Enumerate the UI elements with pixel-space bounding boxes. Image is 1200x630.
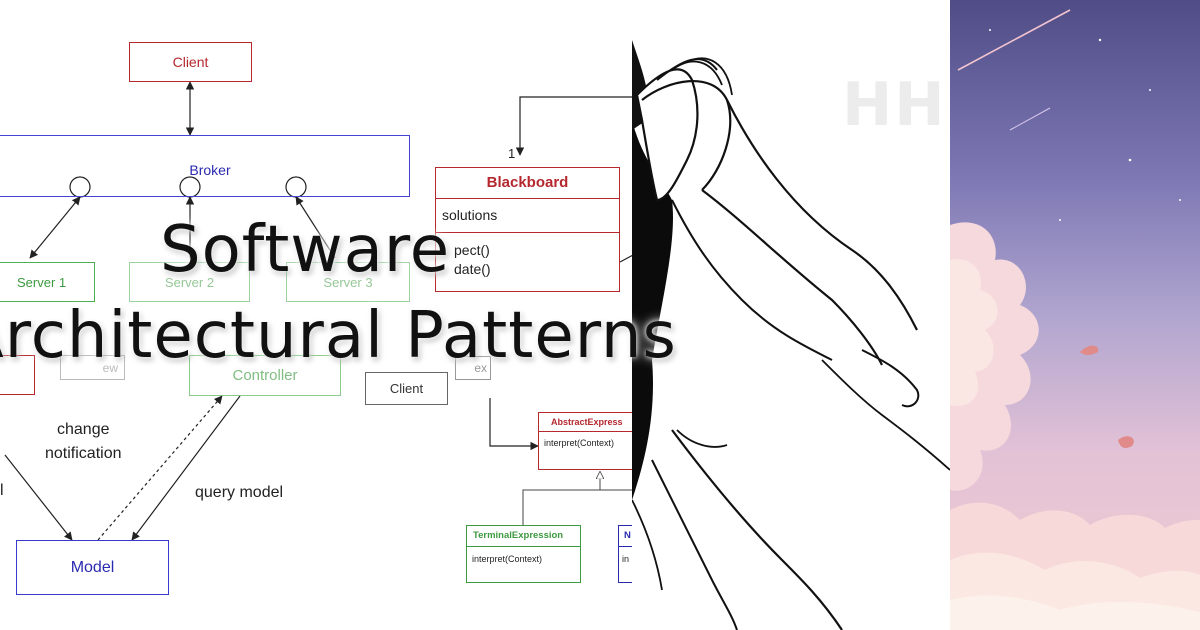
terminal-expression-class: TerminalExpression interpret(Context) xyxy=(466,525,581,583)
terminal-expression-title: TerminalExpression xyxy=(467,526,580,547)
context-partial-box: ex xyxy=(455,356,491,380)
broker-label: Broker xyxy=(189,162,231,178)
interpreter-client-box: Client xyxy=(365,372,448,405)
server-3-box: Server 3 xyxy=(286,262,410,302)
sketch-panel: HHH xyxy=(632,0,950,630)
abstract-expression-op: interpret(Context) xyxy=(544,438,615,448)
abstract-expression-class: AbstractExpress interpret(Context) xyxy=(538,412,638,470)
broker-box: Broker xyxy=(0,135,410,197)
view-partial-label: ew xyxy=(102,360,118,375)
abstract-expression-title: AbstractExpress xyxy=(539,413,637,432)
title-line-1: Software xyxy=(160,213,451,287)
notification-text: notification xyxy=(45,445,122,462)
title-line-2: Architectural Patterns xyxy=(0,299,677,373)
view-box xyxy=(0,355,35,395)
server-2-box: Server 2 xyxy=(129,262,250,302)
stressed-person-illustration xyxy=(632,40,950,630)
server-2-label: Server 2 xyxy=(164,274,215,290)
change-notification-label: change notification xyxy=(45,418,122,466)
blackboard-title: Blackboard xyxy=(436,168,619,199)
terminal-expression-op: interpret(Context) xyxy=(472,554,543,564)
nonterminal-expression-op: in xyxy=(622,554,630,564)
server-1-box: Server 1 xyxy=(0,262,95,302)
client-box: Client xyxy=(129,42,252,82)
controller-label: Controller xyxy=(232,367,298,384)
server-1-label: Server 1 xyxy=(17,274,67,290)
sky-clouds-illustration xyxy=(950,9,1200,630)
blackboard-class: Blackboard solutions pect() date() xyxy=(435,167,620,292)
model-label: Model xyxy=(70,558,115,576)
view-partial-box: ew xyxy=(60,355,125,380)
interpreter-client-label: Client xyxy=(389,381,424,396)
context-partial-label: ex xyxy=(474,361,487,375)
blackboard-op-2: date() xyxy=(454,261,491,277)
left-fragment-label: l xyxy=(0,482,4,499)
controller-box: Controller xyxy=(189,355,341,396)
model-box: Model xyxy=(16,540,169,595)
server-3-label: Server 3 xyxy=(323,274,373,290)
multiplicity-label: 1 xyxy=(508,146,516,161)
sketch-background-text: HHH xyxy=(842,70,950,140)
blackboard-attribute: solutions xyxy=(436,199,619,233)
blackboard-op-1: pect() xyxy=(454,242,490,258)
client-label: Client xyxy=(172,54,209,70)
sky-panel xyxy=(950,0,1200,630)
change-text: change xyxy=(57,421,110,438)
query-model-label: query model xyxy=(195,484,284,501)
